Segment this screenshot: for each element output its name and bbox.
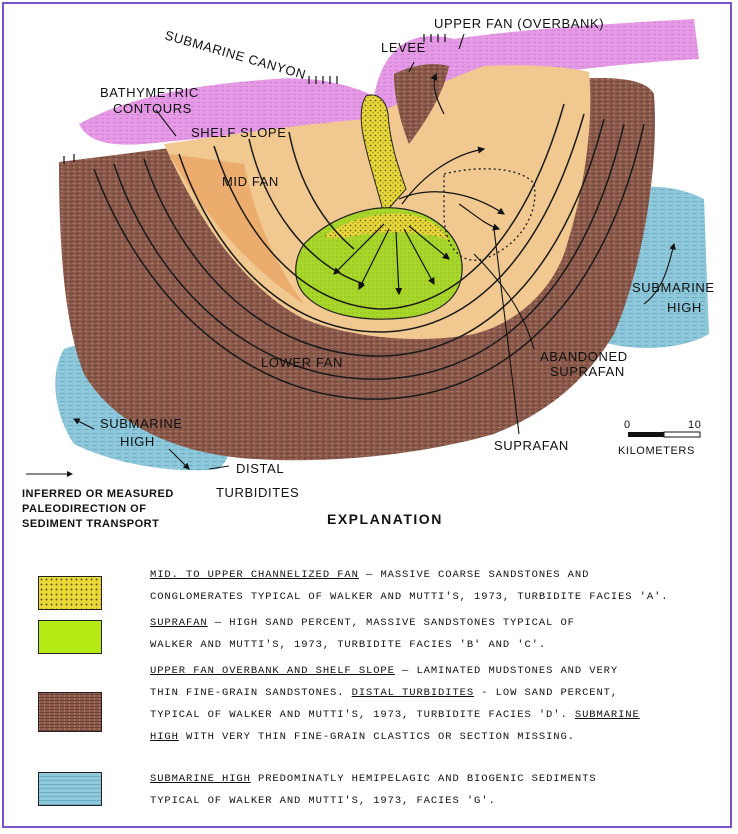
label-submarine-high-right: SUBMARINE [632,280,715,295]
legend-text-channelized-fan: MID. TO UPPER CHANNELIZED FAN — MASSIVE … [150,564,732,608]
label-turbidites: TURBIDITES [216,485,299,500]
legend-desc: THIN FINE-GRAIN SANDSTONES. [150,687,352,699]
explanation-heading: EXPLANATION [327,511,443,527]
label-abandoned-suprafan: SUPRAFAN [550,364,625,379]
label-suprafan: SUPRAFAN [494,438,569,453]
legend-title: SUBMARINE HIGH [150,773,251,785]
label-submarine-canyon: SUBMARINE CANYON [163,27,308,82]
legend-desc: TYPICAL OF WALKER AND MUTTI'S, 1973, FAC… [150,795,496,807]
swatch-overbank [38,692,102,732]
legend-text-submarine-high: SUBMARINE HIGH PREDOMINATLY HEMIPELAGIC … [150,768,732,812]
legend-desc: TYPICAL OF WALKER AND MUTTI'S, 1973, TUR… [150,709,575,721]
label-abandoned: ABANDONED [540,349,628,364]
swatch-submarine-high [38,772,102,806]
legend-desc: — MASSIVE COARSE SANDSTONES AND [359,569,589,581]
legend-title: DISTAL TURBIDITES [352,687,474,699]
label-shelf-slope: SHELF SLOPE [191,125,286,140]
legend-text-overbank: UPPER FAN OVERBANK AND SHELF SLOPE — LAM… [150,660,732,748]
legend-title: SUBMARINE [575,709,640,721]
legend-desc: WALKER AND MUTTI'S, 1973, TURBIDITE FACI… [150,639,546,651]
label-lower-fan: LOWER FAN [261,355,343,370]
label-high-right: HIGH [667,300,702,315]
arrow-note: INFERRED OR MEASURED PALEODIRECTION OF S… [22,474,174,530]
scale-label-0: 0 [624,419,631,431]
legend-desc: - LOW SAND PERCENT, [474,687,618,699]
swatch-channelized-fan [38,576,102,610]
swatch-suprafan [38,620,102,654]
legend-title: HIGH [150,731,179,743]
scale-label-kilometers: KILOMETERS [618,445,695,457]
arrow-note-line-1: INFERRED OR MEASURED [22,488,174,500]
label-levee: LEVEE [381,40,426,55]
label-high-left: HIGH [120,434,155,449]
legend-desc: CONGLOMERATES TYPICAL OF WALKER AND MUTT… [150,591,668,603]
legend-title: SUPRAFAN [150,617,208,629]
label-contours: CONTOURS [113,101,192,116]
legend-title: MID. TO UPPER CHANNELIZED FAN [150,569,359,581]
legend-desc: — LAMINATED MUDSTONES AND VERY [395,665,618,677]
label-submarine-high-left: SUBMARINE [100,416,183,431]
legend-title: UPPER FAN OVERBANK AND SHELF SLOPE [150,665,395,677]
legend-desc: PREDOMINATLY HEMIPELAGIC AND BIOGENIC SE… [251,773,597,785]
submarine-fan-map: SUBMARINE CANYON UPPER FAN (OVERBANK) LE… [4,4,730,544]
label-distal: DISTAL [236,461,284,476]
figure-frame: SUBMARINE CANYON UPPER FAN (OVERBANK) LE… [2,2,732,828]
arrow-note-line-3: SEDIMENT TRANSPORT [22,518,159,530]
scale-label-10: 10 [688,419,701,431]
legend-text-suprafan: SUPRAFAN — HIGH SAND PERCENT, MASSIVE SA… [150,612,732,656]
legend-desc: — HIGH SAND PERCENT, MASSIVE SANDSTONES … [208,617,575,629]
legend-desc: WITH VERY THIN FINE-GRAIN CLASTICS OR SE… [179,731,575,743]
scale-bar: 0 10 KILOMETERS [618,419,701,457]
arrow-note-line-2: PALEODIRECTION OF [22,503,146,515]
label-bathymetric: BATHYMETRIC [100,85,199,100]
label-mid-fan: MID FAN [222,174,279,189]
label-upper-fan: UPPER FAN (OVERBANK) [434,16,604,31]
